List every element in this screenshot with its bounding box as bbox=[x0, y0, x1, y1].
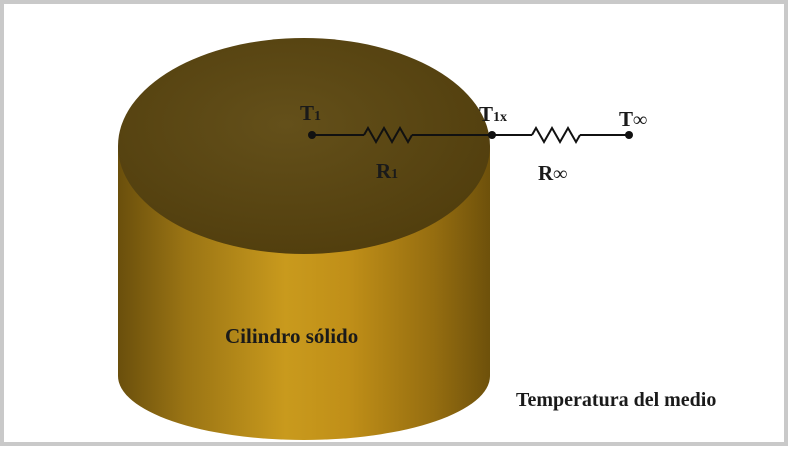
node-t1x bbox=[488, 131, 496, 139]
node-tinf bbox=[625, 131, 633, 139]
label-t1x: T1x bbox=[479, 102, 507, 126]
solid-label: Cilindro sólido bbox=[225, 324, 358, 348]
diagram-canvas: T1 T1x T∞ R1 R∞ Cilindro sólido Temperat… bbox=[118, 38, 716, 440]
medium-label: Temperatura del medio bbox=[516, 389, 716, 411]
node-t1 bbox=[308, 131, 316, 139]
label-tinf: T∞ bbox=[619, 107, 647, 131]
resistor-rinf bbox=[531, 125, 581, 145]
label-r1: R1 bbox=[376, 159, 398, 183]
resistor-r1 bbox=[363, 125, 413, 145]
cylinder-top bbox=[118, 38, 490, 254]
label-t1: T1 bbox=[300, 101, 321, 125]
label-rinf: R∞ bbox=[538, 161, 567, 185]
